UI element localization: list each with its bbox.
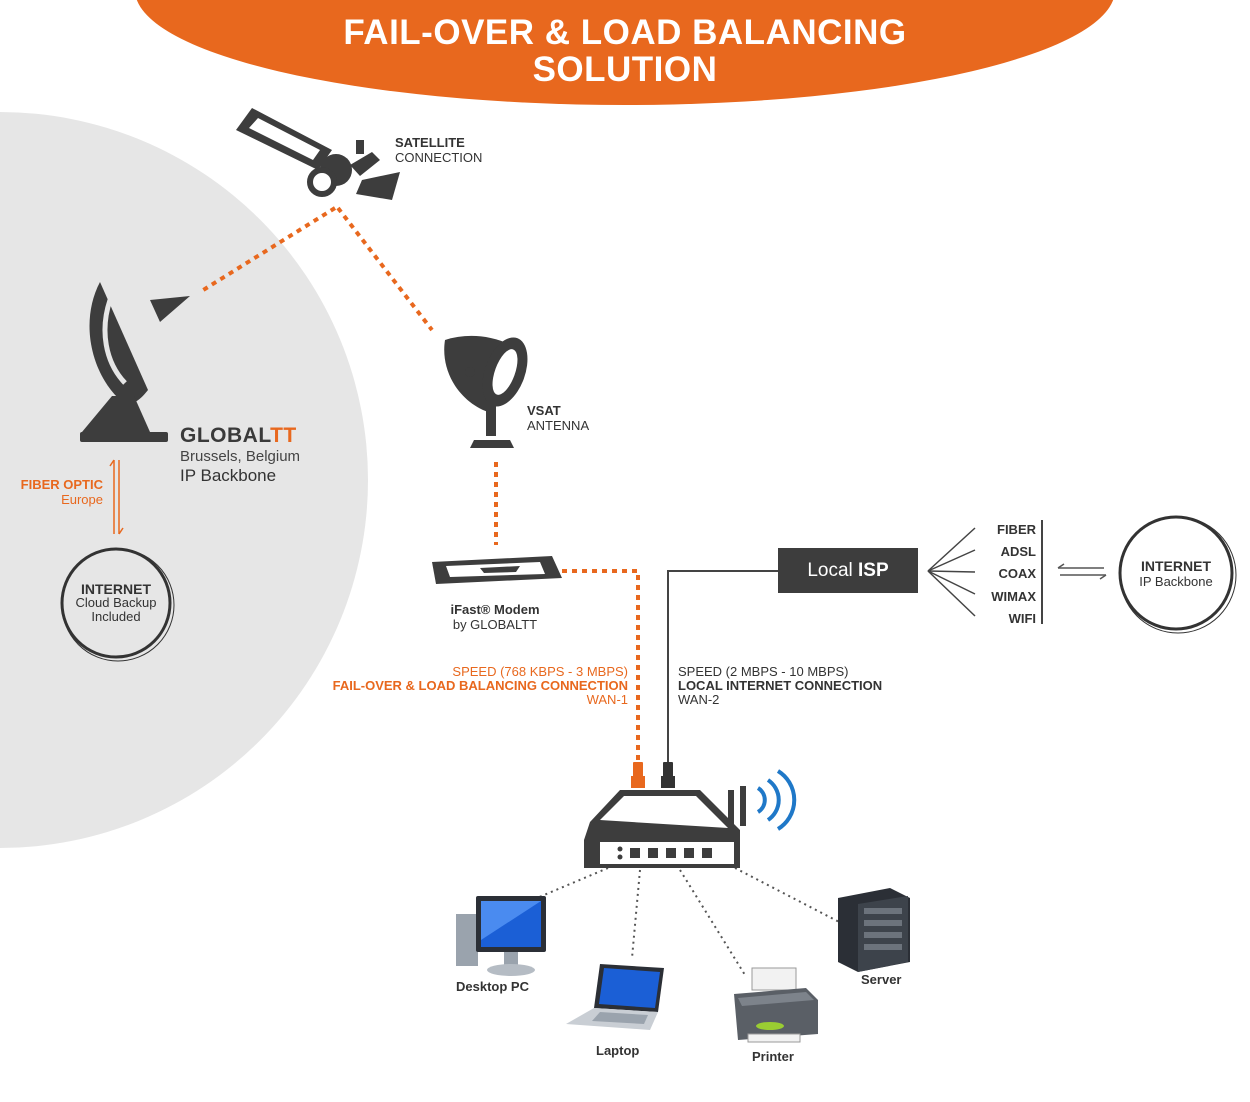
tech-adsl: ADSL <box>1000 544 1036 560</box>
title-line-1: FAIL-OVER & LOAD BALANCING <box>343 13 907 52</box>
printer-label: Printer <box>752 1049 794 1064</box>
local-isp-box: Local ISP <box>778 548 918 593</box>
fiber-optic-line-2: Europe <box>61 492 103 507</box>
isp-prefix: Local <box>807 560 859 581</box>
globaltt-logo: GLOBALTT <box>180 424 300 448</box>
wan2-id: WAN-2 <box>678 692 720 707</box>
exchange-arrows <box>1057 563 1107 580</box>
internet-cloud-circle <box>60 547 175 662</box>
globaltt-region-backdrop <box>0 112 368 848</box>
server-icon <box>838 888 910 972</box>
desktop-pc-icon <box>456 896 546 976</box>
tech-wifi: WIFI <box>1008 610 1036 626</box>
wan1-id: WAN-1 <box>586 692 628 707</box>
router-icon <box>584 786 746 868</box>
title-banner <box>136 0 1114 105</box>
satellite-to-vsat-link <box>336 206 434 332</box>
tech-coax: COAX <box>998 566 1036 582</box>
internet-backbone-line-1: INTERNET <box>1141 558 1211 574</box>
vsat-label-line-2: ANTENNA <box>527 418 590 433</box>
fiber-optic-line-1: FIBER OPTIC <box>20 477 103 492</box>
router-device-links <box>517 867 846 976</box>
wan2-speed: SPEED (2 MBPS - 10 MBPS) <box>678 664 849 679</box>
vsat-antenna-icon <box>444 335 528 448</box>
globaltt-location: Brussels, Belgium <box>180 448 301 465</box>
fiber-optic-arrows <box>109 459 124 535</box>
satellite-to-globaltt-link <box>198 206 337 294</box>
wan1-speed: SPEED (768 KBPS - 3 MBPS) <box>452 664 628 679</box>
wan1-plug <box>631 762 645 788</box>
satellite-label: SATELLITE CONNECTION <box>395 135 482 165</box>
modem-icon <box>432 556 562 584</box>
wan2-plug <box>661 762 675 788</box>
wan1-label: SPEED (768 KBPS - 3 MBPS) FAIL-OVER & LO… <box>300 665 628 707</box>
satellite-icon <box>236 108 400 200</box>
fiber-optic-label: FIBER OPTIC Europe <box>0 477 103 507</box>
internet-backbone-label: INTERNET IP Backbone <box>1116 558 1236 590</box>
vsat-label: VSAT ANTENNA <box>527 403 589 433</box>
wifi-signal-icon <box>756 769 797 831</box>
server-label: Server <box>861 972 902 987</box>
modem-label-line-1: iFast® Modem <box>450 602 540 617</box>
modem-label: iFast® Modem by GLOBALTT <box>430 602 560 632</box>
isp-technologies: FIBER ADSL COAX WIMAX WIFI <box>980 519 1036 630</box>
internet-cloud-line-2: Cloud Backup <box>75 595 157 610</box>
internet-cloud-line-3: Included <box>91 609 141 624</box>
printer-icon <box>734 967 818 1043</box>
globaltt-brand-a: GLOBAL <box>180 424 271 447</box>
ground-station-dish-icon <box>80 282 190 442</box>
internet-cloud-label: INTERNET Cloud Backup Included <box>56 582 176 624</box>
title-line-2: SOLUTION <box>532 50 718 89</box>
laptop-label: Laptop <box>596 1043 640 1058</box>
isp-fan-lines <box>927 520 1043 624</box>
wan2-name: LOCAL INTERNET CONNECTION <box>678 678 883 693</box>
satellite-label-line-1: SATELLITE <box>395 135 465 150</box>
wan2-label: SPEED (2 MBPS - 10 MBPS) LOCAL INTERNET … <box>678 665 882 707</box>
page-title: FAIL-OVER & LOAD BALANCING SOLUTION <box>260 14 990 88</box>
tech-fiber: FIBER <box>997 522 1036 537</box>
globaltt-label: GLOBALTT Brussels, Belgium IP Backbone <box>180 424 300 486</box>
desktop-pc-label: Desktop PC <box>456 979 529 994</box>
globaltt-brand-b: TT <box>270 424 297 447</box>
globaltt-backbone: IP Backbone <box>180 466 277 485</box>
wan2-link <box>667 570 778 768</box>
vsat-label-line-1: VSAT <box>527 403 561 418</box>
wan1-name: FAIL-OVER & LOAD BALANCING CONNECTION <box>332 678 628 693</box>
tech-wimax: WIMAX <box>991 588 1036 604</box>
satellite-label-line-2: CONNECTION <box>395 150 483 165</box>
internet-backbone-line-2: IP Backbone <box>1139 574 1213 589</box>
isp-bold: ISP <box>858 560 889 581</box>
laptop-icon <box>566 964 664 1030</box>
internet-backbone-circle <box>1118 515 1237 634</box>
modem-label-line-2: by GLOBALTT <box>452 617 538 632</box>
internet-cloud-line-1: INTERNET <box>81 581 151 597</box>
